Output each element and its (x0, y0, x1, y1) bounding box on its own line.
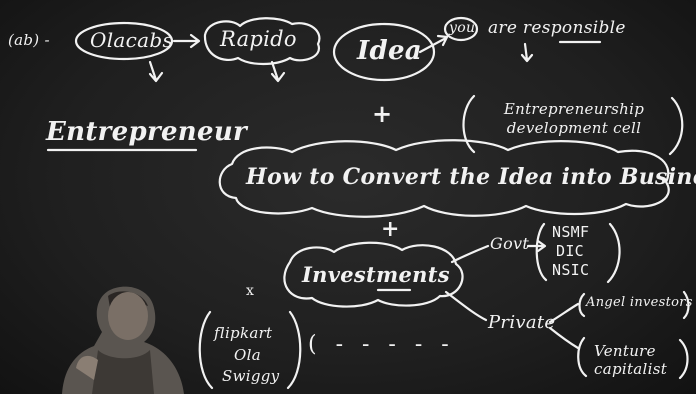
line-to-govt (450, 244, 490, 264)
cross-mark: x (246, 283, 255, 299)
govt-item: DIC (556, 242, 584, 260)
app-item: flipkart (214, 324, 273, 342)
govt-item: NSIC (552, 261, 590, 279)
continuation-dashes: ( - - - - - (308, 332, 455, 357)
you-circle (443, 16, 479, 42)
angel-bracket (578, 290, 690, 320)
apps-bracket (198, 310, 302, 390)
convert-idea-statement: How to Convert the Idea into Business (246, 164, 696, 190)
rapido-label: Rapido (220, 27, 297, 51)
olacabs-oval (74, 21, 174, 61)
you-label: you (449, 20, 476, 36)
example-prefix: (ab) - (8, 31, 50, 49)
rapido-down-arrow (270, 60, 286, 83)
responsible-down-arrow (520, 42, 534, 63)
rapido-cloud (203, 17, 321, 66)
idea-label: Idea (357, 36, 422, 66)
entrepreneur-heading: Entrepreneur (46, 117, 248, 147)
idea-oval (332, 22, 436, 82)
private-item-angel: Angel investors (586, 295, 693, 310)
investments-label: Investments (302, 262, 450, 287)
responsible-label: are responsible (488, 18, 626, 38)
edc-bracket (462, 94, 684, 156)
private-label: Private (488, 312, 556, 333)
investments-cloud (283, 241, 464, 308)
private-branch-up (548, 302, 580, 324)
govt-label: Govt (490, 234, 530, 253)
arrow-idea-to-you (418, 34, 449, 54)
app-item: Ola (234, 346, 261, 364)
app-item: Swiggy (222, 367, 280, 385)
venture-bracket (577, 336, 689, 380)
private-item-venture: Venture capitalist (594, 342, 668, 378)
plus-sign-2: + (381, 216, 400, 242)
edc-note: Entrepreneurship development cell (503, 100, 645, 137)
ola-down-arrow (148, 60, 164, 83)
private-branch-down (548, 326, 580, 350)
govt-bracket (535, 222, 621, 284)
plus-sign-1: + (372, 99, 393, 128)
convert-cloud (218, 139, 670, 218)
line-to-private (444, 290, 488, 322)
lecturer-figure (62, 286, 184, 394)
olacabs-label: Olacabs (90, 28, 174, 52)
govt-item: NSMF (552, 223, 590, 241)
arrow-ola-to-rapido (172, 33, 201, 49)
